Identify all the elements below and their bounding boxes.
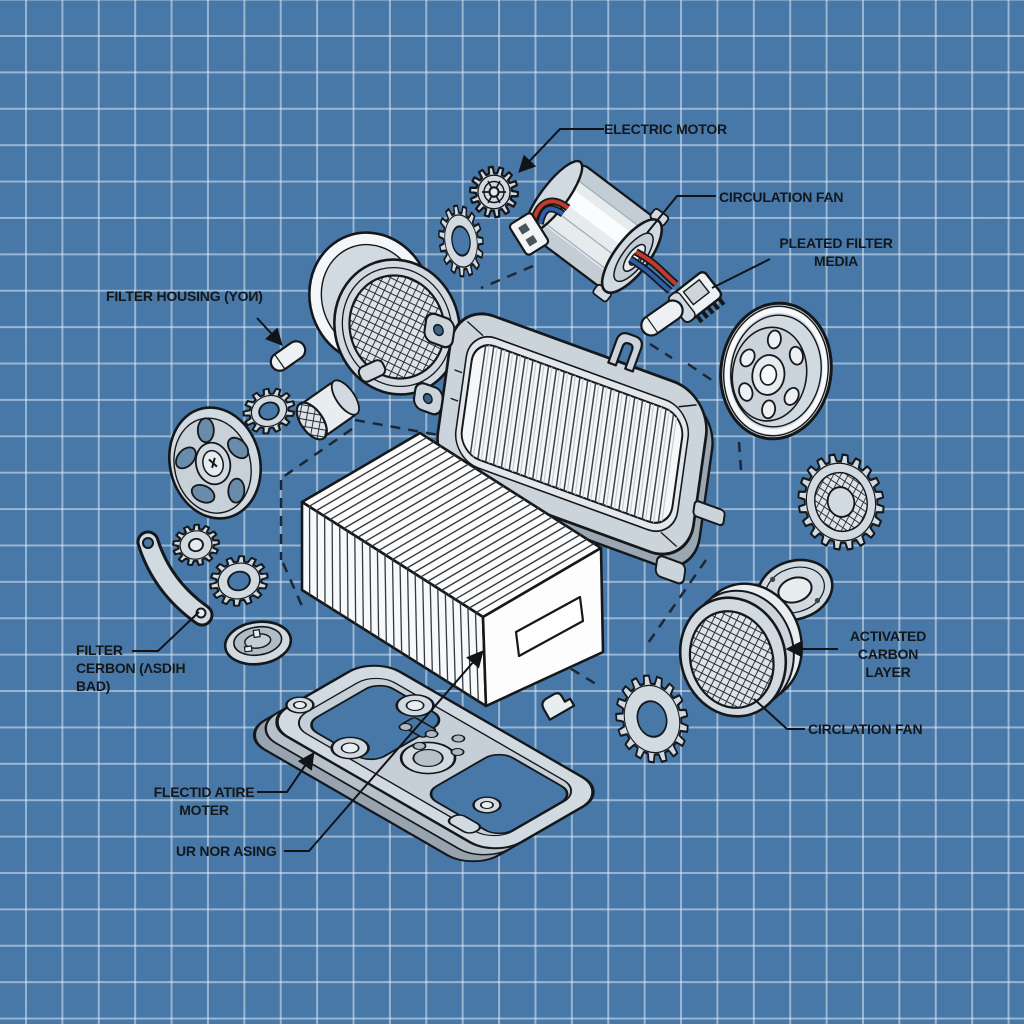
- block-pleats-left: [308, 506, 479, 702]
- wire-connector-small-part: [508, 212, 550, 256]
- electric-motor-part: [508, 159, 726, 324]
- retainer-ring-part: [223, 620, 293, 666]
- gear-left-upper-part: [242, 387, 296, 435]
- label-filter-housing: FILTER HOUSING (YOИ): [106, 288, 263, 304]
- label-ur-nor-asing: UR NOR ASING: [176, 843, 277, 859]
- gear-left-lower-part: [209, 555, 269, 607]
- label-pleated-filter-media: PLEATED FILTER MEDIA: [779, 235, 893, 269]
- motor-wires-left: [530, 197, 571, 225]
- pleated-filter-block-part: [300, 431, 605, 708]
- tray-web-details: [330, 694, 466, 775]
- activated-carbon-fan-part: [678, 582, 804, 718]
- spacer-pin-right-part: [640, 299, 684, 337]
- block-pleats-top: [308, 436, 595, 614]
- gear-bottom-right-part: [615, 674, 689, 764]
- label-activated-carbon-layer: ACTIVATED CARBON LAYER: [849, 628, 927, 680]
- gear-left-mid-part: [172, 523, 220, 567]
- spur-gear-top-part: [468, 165, 520, 219]
- spoked-wheel-left-part: [167, 406, 263, 520]
- circulation-fan-housing-left-part: [308, 231, 461, 396]
- frame-hook-part: [607, 332, 643, 373]
- pulley-wheel-right-part: [719, 301, 833, 441]
- filter-housing-tray-part: [252, 664, 595, 863]
- label-leader-lines: [132, 128, 838, 852]
- label-circulation-fan-top: CIRCULATION FAN: [719, 189, 844, 205]
- block-blank-label: [514, 595, 585, 658]
- motor-wires-right: [628, 248, 679, 294]
- label-circlation-fan-bottom: CIRCLATION FAN: [808, 721, 923, 737]
- label-filter-cerbon: FILTER CERBON (ΛSDIH BAD): [76, 642, 186, 694]
- carbon-ring-gear-part: [797, 453, 885, 551]
- mesh-filter-cylinder-part: [295, 379, 360, 441]
- spacer-pin-left-part: [269, 340, 307, 372]
- frame-pleats: [469, 342, 678, 527]
- label-flectid-atire-moter: FLECTID ATIRE MOTER: [153, 784, 255, 818]
- gears-layer: [172, 165, 885, 764]
- ring-gear-top-part: [438, 204, 484, 278]
- label-electric-motor: ELECTRIC MOTOR: [604, 121, 727, 137]
- mounting-clip-part: [541, 692, 576, 721]
